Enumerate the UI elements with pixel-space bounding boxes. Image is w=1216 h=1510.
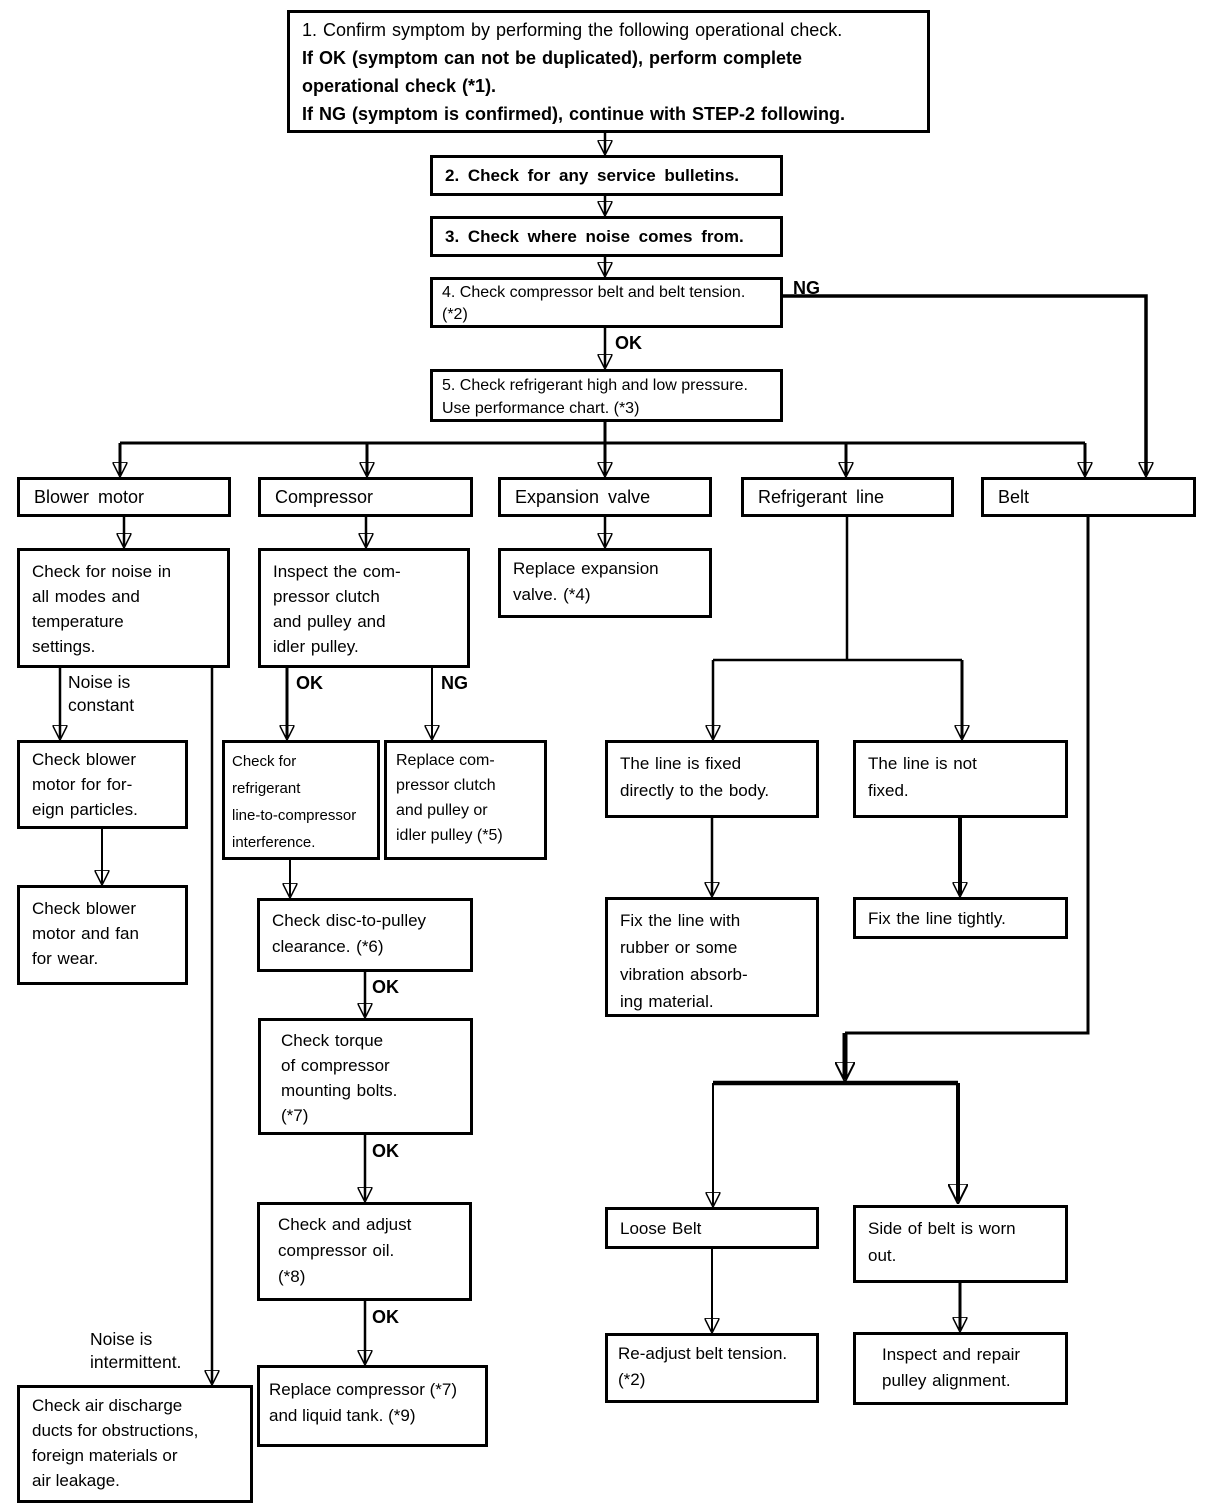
label-ok-compressor-oil: OK	[372, 1307, 399, 1327]
node-text: Inspect and repair pulley alignment.	[882, 1345, 1021, 1390]
node-text: Check disc-to-pulley clearance. (*6)	[272, 911, 427, 956]
category-label: Blower motor	[34, 486, 145, 507]
node-text: Replace compressor (*7) and liquid tank.…	[269, 1380, 458, 1425]
category-label: Belt	[998, 486, 1030, 507]
node-text: Replace expansion valve. (*4)	[513, 559, 659, 604]
node-step-3: 3. Check where noise comes from.	[430, 216, 783, 257]
node-text: Check and adjust compressor oil. (*8)	[278, 1215, 412, 1286]
node-check-blower-foreign-particles: Check blower motor for for- eign particl…	[17, 740, 188, 829]
node-line-not-fixed: The line is not fixed.	[853, 740, 1068, 818]
step2-text: 2. Check for any service bulletins.	[445, 166, 740, 185]
node-step-2: 2. Check for any service bulletins.	[430, 155, 783, 196]
node-category-compressor: Compressor	[258, 477, 473, 517]
label-ok-clutch-inspect: OK	[296, 673, 323, 693]
label-ok-disc-clearance: OK	[372, 977, 399, 997]
node-category-blower-motor: Blower motor	[17, 477, 231, 517]
node-category-refrigerant-line: Refrigerant line	[741, 477, 954, 517]
node-replace-expansion-valve: Replace expansion valve. (*4)	[498, 548, 712, 618]
label-ok-bolt-torque: OK	[372, 1141, 399, 1161]
node-check-refrigerant-interference: Check for refrigerant line-to-compressor…	[222, 740, 380, 860]
node-text: Loose Belt	[620, 1218, 702, 1238]
step5-text: 5. Check refrigerant high and low pressu…	[442, 377, 748, 417]
node-text: Check air discharge ducts for obstructio…	[32, 1396, 199, 1490]
step3-text: 3. Check where noise comes from.	[445, 227, 744, 246]
step1-bold-lines: If OK (symptom can not be duplicated), p…	[302, 48, 846, 124]
node-check-noise-all-modes: Check for noise in all modes and tempera…	[17, 548, 230, 668]
node-loose-belt: Loose Belt	[605, 1207, 819, 1249]
label-ng-clutch-inspect: NG	[441, 673, 468, 693]
node-replace-compressor-liquid-tank: Replace compressor (*7) and liquid tank.…	[257, 1365, 488, 1447]
node-belt-side-worn: Side of belt is worn out.	[853, 1205, 1068, 1283]
label-noise-intermittent: Noise is intermittent.	[90, 1329, 182, 1372]
node-category-belt: Belt	[981, 477, 1196, 517]
node-text: Check for refrigerant line-to-compressor…	[232, 753, 357, 851]
node-check-disc-to-pulley-clearance: Check disc-to-pulley clearance. (*6)	[257, 898, 473, 972]
category-label: Expansion valve	[515, 486, 651, 507]
node-text: Check blower motor for for- eign particl…	[32, 750, 138, 819]
label-noise-constant: Noise is constant	[68, 672, 135, 715]
node-inspect-compressor-clutch: Inspect the com- pressor clutch and pull…	[258, 548, 470, 668]
node-readjust-belt-tension: Re-adjust belt tension. (*2)	[605, 1333, 819, 1403]
node-replace-compressor-clutch: Replace com- pressor clutch and pulley o…	[384, 740, 547, 860]
node-step-5: 5. Check refrigerant high and low pressu…	[430, 369, 783, 422]
node-text: Fix the line with rubber or some vibrati…	[620, 911, 748, 1011]
node-check-blower-fan-wear: Check blower motor and fan for wear.	[17, 885, 188, 985]
node-text: Check torque of compressor mounting bolt…	[281, 1031, 398, 1125]
node-fix-line-tightly: Fix the line tightly.	[853, 897, 1068, 939]
node-text: Inspect the com- pressor clutch and pull…	[273, 562, 401, 656]
label-ng-belt-check: NG	[793, 278, 820, 298]
node-step-1: 1. Confirm symptom by performing the fol…	[287, 10, 930, 133]
node-text: Check blower motor and fan for wear.	[32, 899, 139, 968]
node-text: The line is not fixed.	[868, 754, 977, 800]
step1-line1: 1. Confirm symptom by performing the fol…	[302, 20, 843, 40]
node-text: Check for noise in all modes and tempera…	[32, 562, 172, 656]
node-text: The line is fixed directly to the body.	[620, 754, 770, 800]
node-text: Side of belt is worn out.	[868, 1219, 1016, 1265]
node-text: Fix the line tightly.	[868, 908, 1006, 928]
category-label: Refrigerant line	[758, 486, 885, 507]
category-label: Compressor	[275, 486, 374, 507]
node-inspect-repair-pulley-alignment: Inspect and repair pulley alignment.	[853, 1332, 1068, 1405]
node-check-mounting-bolt-torque: Check torque of compressor mounting bolt…	[258, 1018, 473, 1135]
step4-text: 4. Check compressor belt and belt tensio…	[442, 284, 746, 323]
node-check-air-discharge-ducts: Check air discharge ducts for obstructio…	[17, 1385, 253, 1503]
label-ok-belt-check: OK	[615, 333, 642, 353]
node-text: Replace com- pressor clutch and pulley o…	[396, 752, 503, 844]
node-category-expansion-valve: Expansion valve	[498, 477, 712, 517]
node-text: Re-adjust belt tension. (*2)	[618, 1344, 788, 1389]
node-check-adjust-compressor-oil: Check and adjust compressor oil. (*8)	[257, 1202, 472, 1301]
edge-step4-belt-ng	[783, 294, 1146, 475]
node-fix-line-with-rubber: Fix the line with rubber or some vibrati…	[605, 897, 819, 1017]
node-line-fixed-to-body: The line is fixed directly to the body.	[605, 740, 819, 818]
node-step-4: 4. Check compressor belt and belt tensio…	[430, 277, 783, 328]
